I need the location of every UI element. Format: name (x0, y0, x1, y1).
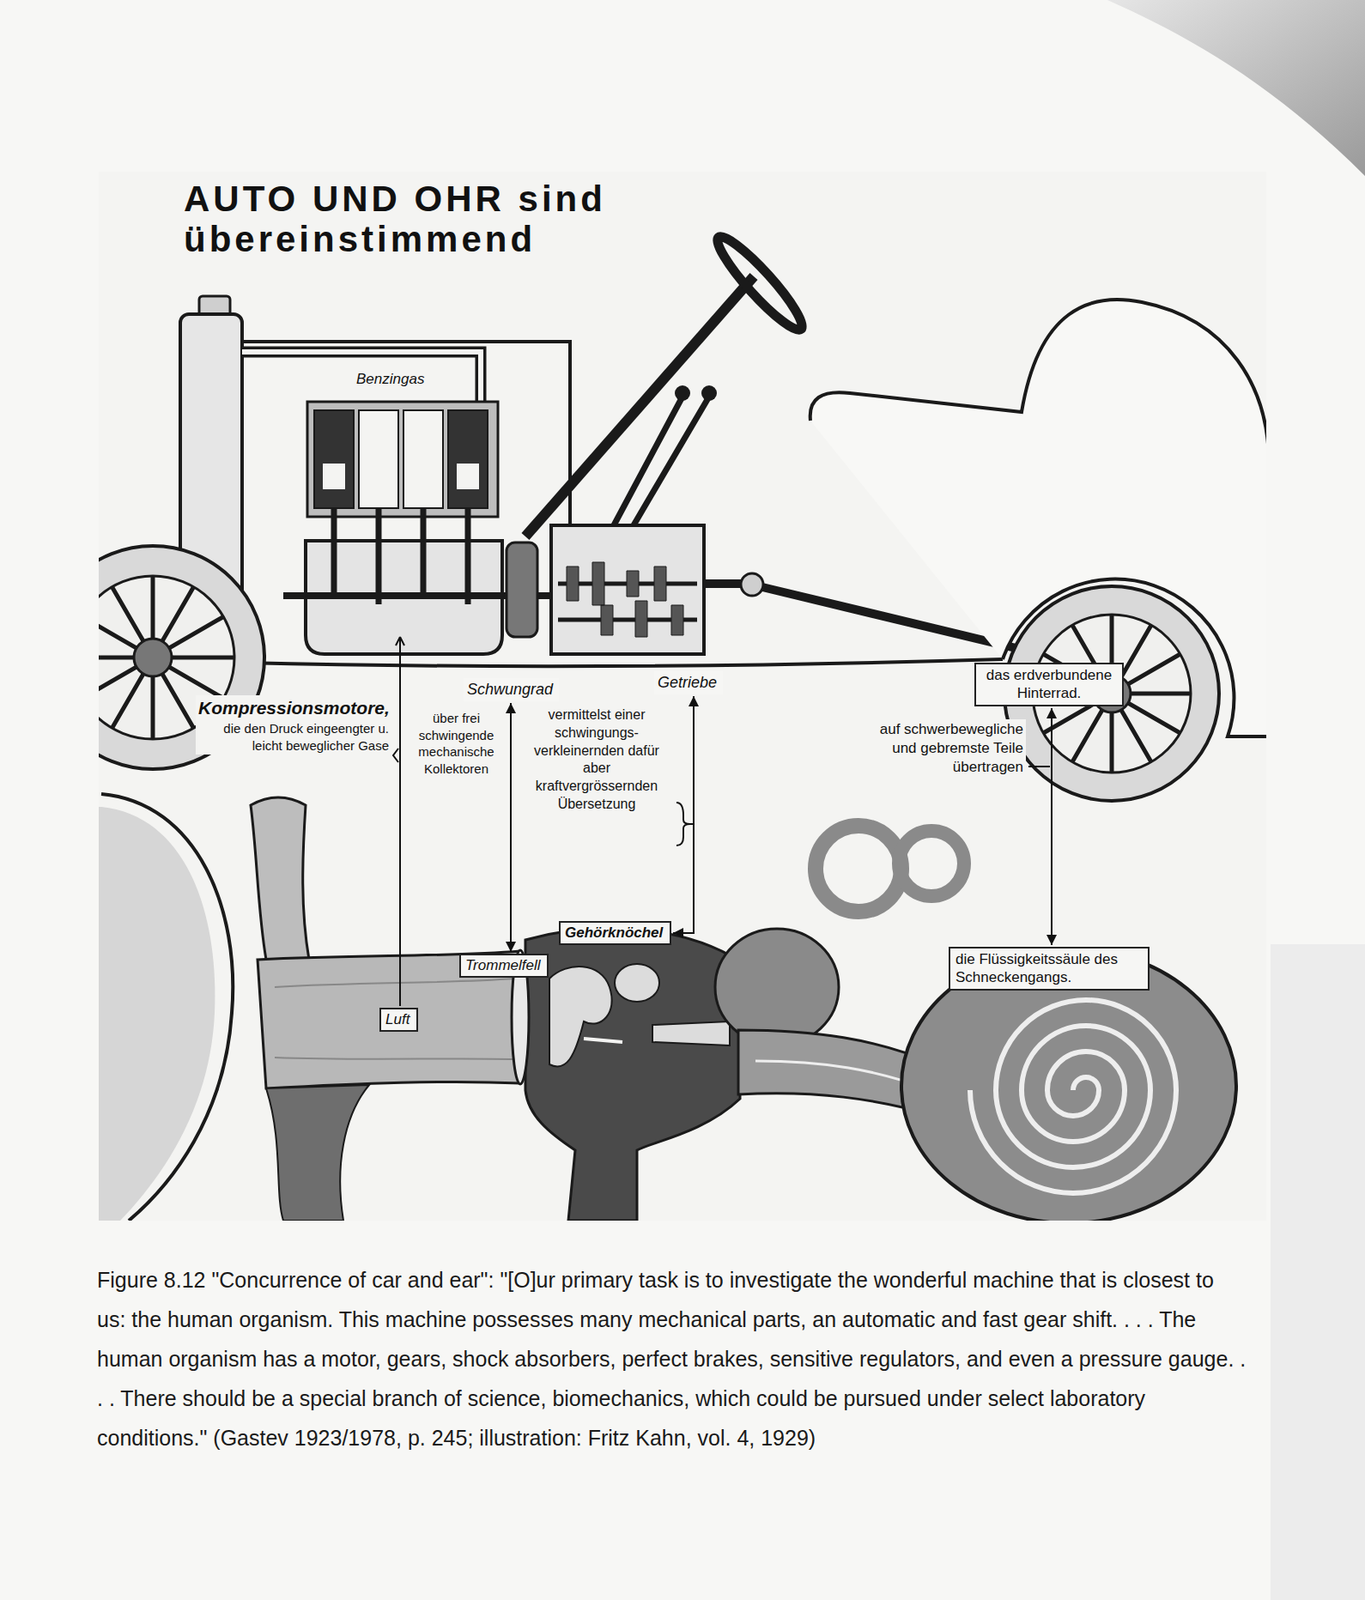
gearbox (551, 525, 704, 655)
fuel-pipe-inner (242, 351, 481, 404)
fuel-pipe (242, 351, 481, 404)
page-fold (1270, 944, 1365, 1600)
leader-tick (395, 637, 405, 646)
ossicle (549, 966, 613, 1067)
piston (322, 463, 346, 490)
semicircular-canal (898, 831, 965, 897)
canal-hatching (274, 978, 516, 1060)
ossicle (614, 964, 660, 1002)
label-box: Getriebe (654, 671, 723, 695)
part-label: auf schwerbewegliche und gebremste Teile… (858, 719, 1026, 778)
output-shaft (703, 579, 742, 589)
page-curl (1107, 0, 1365, 176)
figure-caption: Figure 8.12 "Concurrence of car and ear"… (97, 1260, 1248, 1458)
pinna-outline (101, 794, 233, 1221)
cylinder (358, 410, 399, 509)
chassis-line (242, 659, 1003, 667)
label-box: Trommelfell (459, 953, 549, 978)
part-label: über frei schwingende mechanische Kollek… (410, 709, 503, 778)
curly-bracket (676, 802, 694, 846)
cylinder (448, 410, 488, 509)
box-text: Schwungrad (467, 679, 556, 700)
box-text: Luft (385, 1010, 413, 1029)
wheel-hub (133, 638, 172, 677)
part-label: Kompressionsmotore, (195, 695, 392, 721)
connecting-rods (333, 508, 468, 605)
hood-outline (242, 341, 571, 537)
cylinder (403, 410, 443, 509)
box-text: das erdverbundene Hinterrad. (980, 666, 1118, 704)
connector-arrow (1050, 708, 1053, 946)
label-box: Luft (379, 1007, 419, 1032)
box-text: Gehörknöchel (564, 923, 666, 942)
universal-joint (740, 573, 764, 596)
pinna-fill (98, 806, 215, 1221)
cochlea-spiral (970, 1000, 1177, 1194)
semicircular-canal (815, 825, 902, 912)
gears (566, 562, 684, 637)
box-text: Getriebe (657, 673, 720, 693)
cylinder-block (307, 401, 498, 517)
connector-arrow (509, 703, 512, 953)
connector-arrow (673, 696, 694, 934)
cylinder (314, 410, 354, 509)
box-text: die Flüssigkeitssäule des Schneckengangs… (955, 950, 1143, 988)
diagram-title: AUTO UND OHR sind übereinstimmend (183, 178, 665, 260)
car-and-ear-drawing (98, 171, 1267, 1221)
middle-ear (525, 928, 741, 1221)
label-box: Gehörknöchel (558, 921, 672, 946)
part-label: Benzingas (353, 369, 427, 390)
lever-knob (701, 385, 717, 401)
stapes (652, 1021, 730, 1046)
steering-column (525, 276, 754, 537)
ear-flesh (266, 1085, 370, 1221)
bracket-mark (393, 748, 399, 763)
label-box: das erdverbundene Hinterrad. (974, 662, 1124, 707)
gear-levers (613, 396, 710, 526)
part-label: die den Druck eingeengter u. leicht bewe… (195, 719, 392, 755)
flywheel (506, 542, 538, 637)
leader-line (399, 637, 401, 1007)
label-box: die Flüssigkeitssäule des Schneckengangs… (948, 946, 1150, 991)
box-text: Trommelfell (465, 956, 543, 975)
leader-dash (1028, 765, 1050, 768)
steering-wheel (709, 229, 810, 338)
label-box: Schwungrad (463, 678, 559, 702)
piston (456, 463, 480, 490)
sound-arrow (583, 1038, 623, 1043)
lever-knob (674, 385, 691, 401)
part-label: vermittelst einer schwingungs-verkleiner… (519, 705, 674, 815)
vestibule (715, 928, 839, 1046)
ear-cartilage (250, 797, 310, 960)
